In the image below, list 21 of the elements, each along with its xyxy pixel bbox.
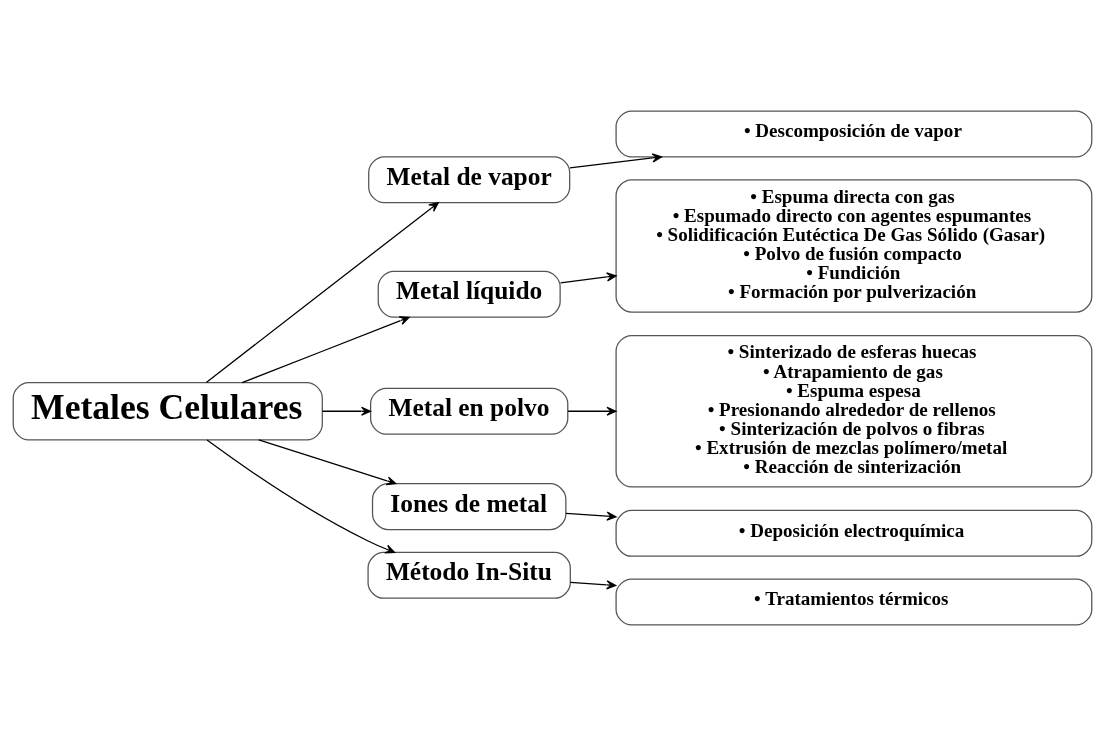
node-box: Iones de metal bbox=[371, 482, 567, 530]
node-box: Metales Celulares bbox=[12, 381, 323, 440]
node-box: • Espuma directa con gas • Espumado directo con agentes espumantes • Solidificación Eutéctica De Gas Sólido (Gasar) • Polvo de fusión compacto • Fundición • Formación por pulverización bbox=[615, 178, 1093, 313]
arrow bbox=[559, 271, 617, 283]
node-box: Metal líquido bbox=[377, 270, 561, 318]
arrow bbox=[567, 406, 617, 416]
node-box: Metal en polvo bbox=[370, 387, 569, 435]
node-box: • Tratamientos térmicos bbox=[615, 578, 1093, 626]
arrow bbox=[258, 438, 397, 485]
arrow bbox=[206, 438, 396, 553]
node-box: Metal de vapor bbox=[368, 155, 571, 203]
node-box: • Sinterizado de esferas huecas • Atrapamiento de gas • Espuma espesa • Presionando alrededor de rellenos • Sinterización de polvos o fibras • Extrusión de mezclas polímero/metal • Reacción de sinterización bbox=[615, 334, 1093, 488]
arrow bbox=[569, 152, 663, 168]
arrow bbox=[565, 511, 617, 521]
node-box: • Descomposición de vapor bbox=[615, 109, 1093, 157]
arrow bbox=[205, 201, 439, 383]
arrow bbox=[321, 406, 372, 416]
arrow bbox=[569, 579, 617, 589]
arrow bbox=[241, 315, 410, 383]
node-box: Método In-Situ bbox=[367, 551, 571, 599]
node-box: • Deposición electroquímica bbox=[615, 509, 1093, 557]
